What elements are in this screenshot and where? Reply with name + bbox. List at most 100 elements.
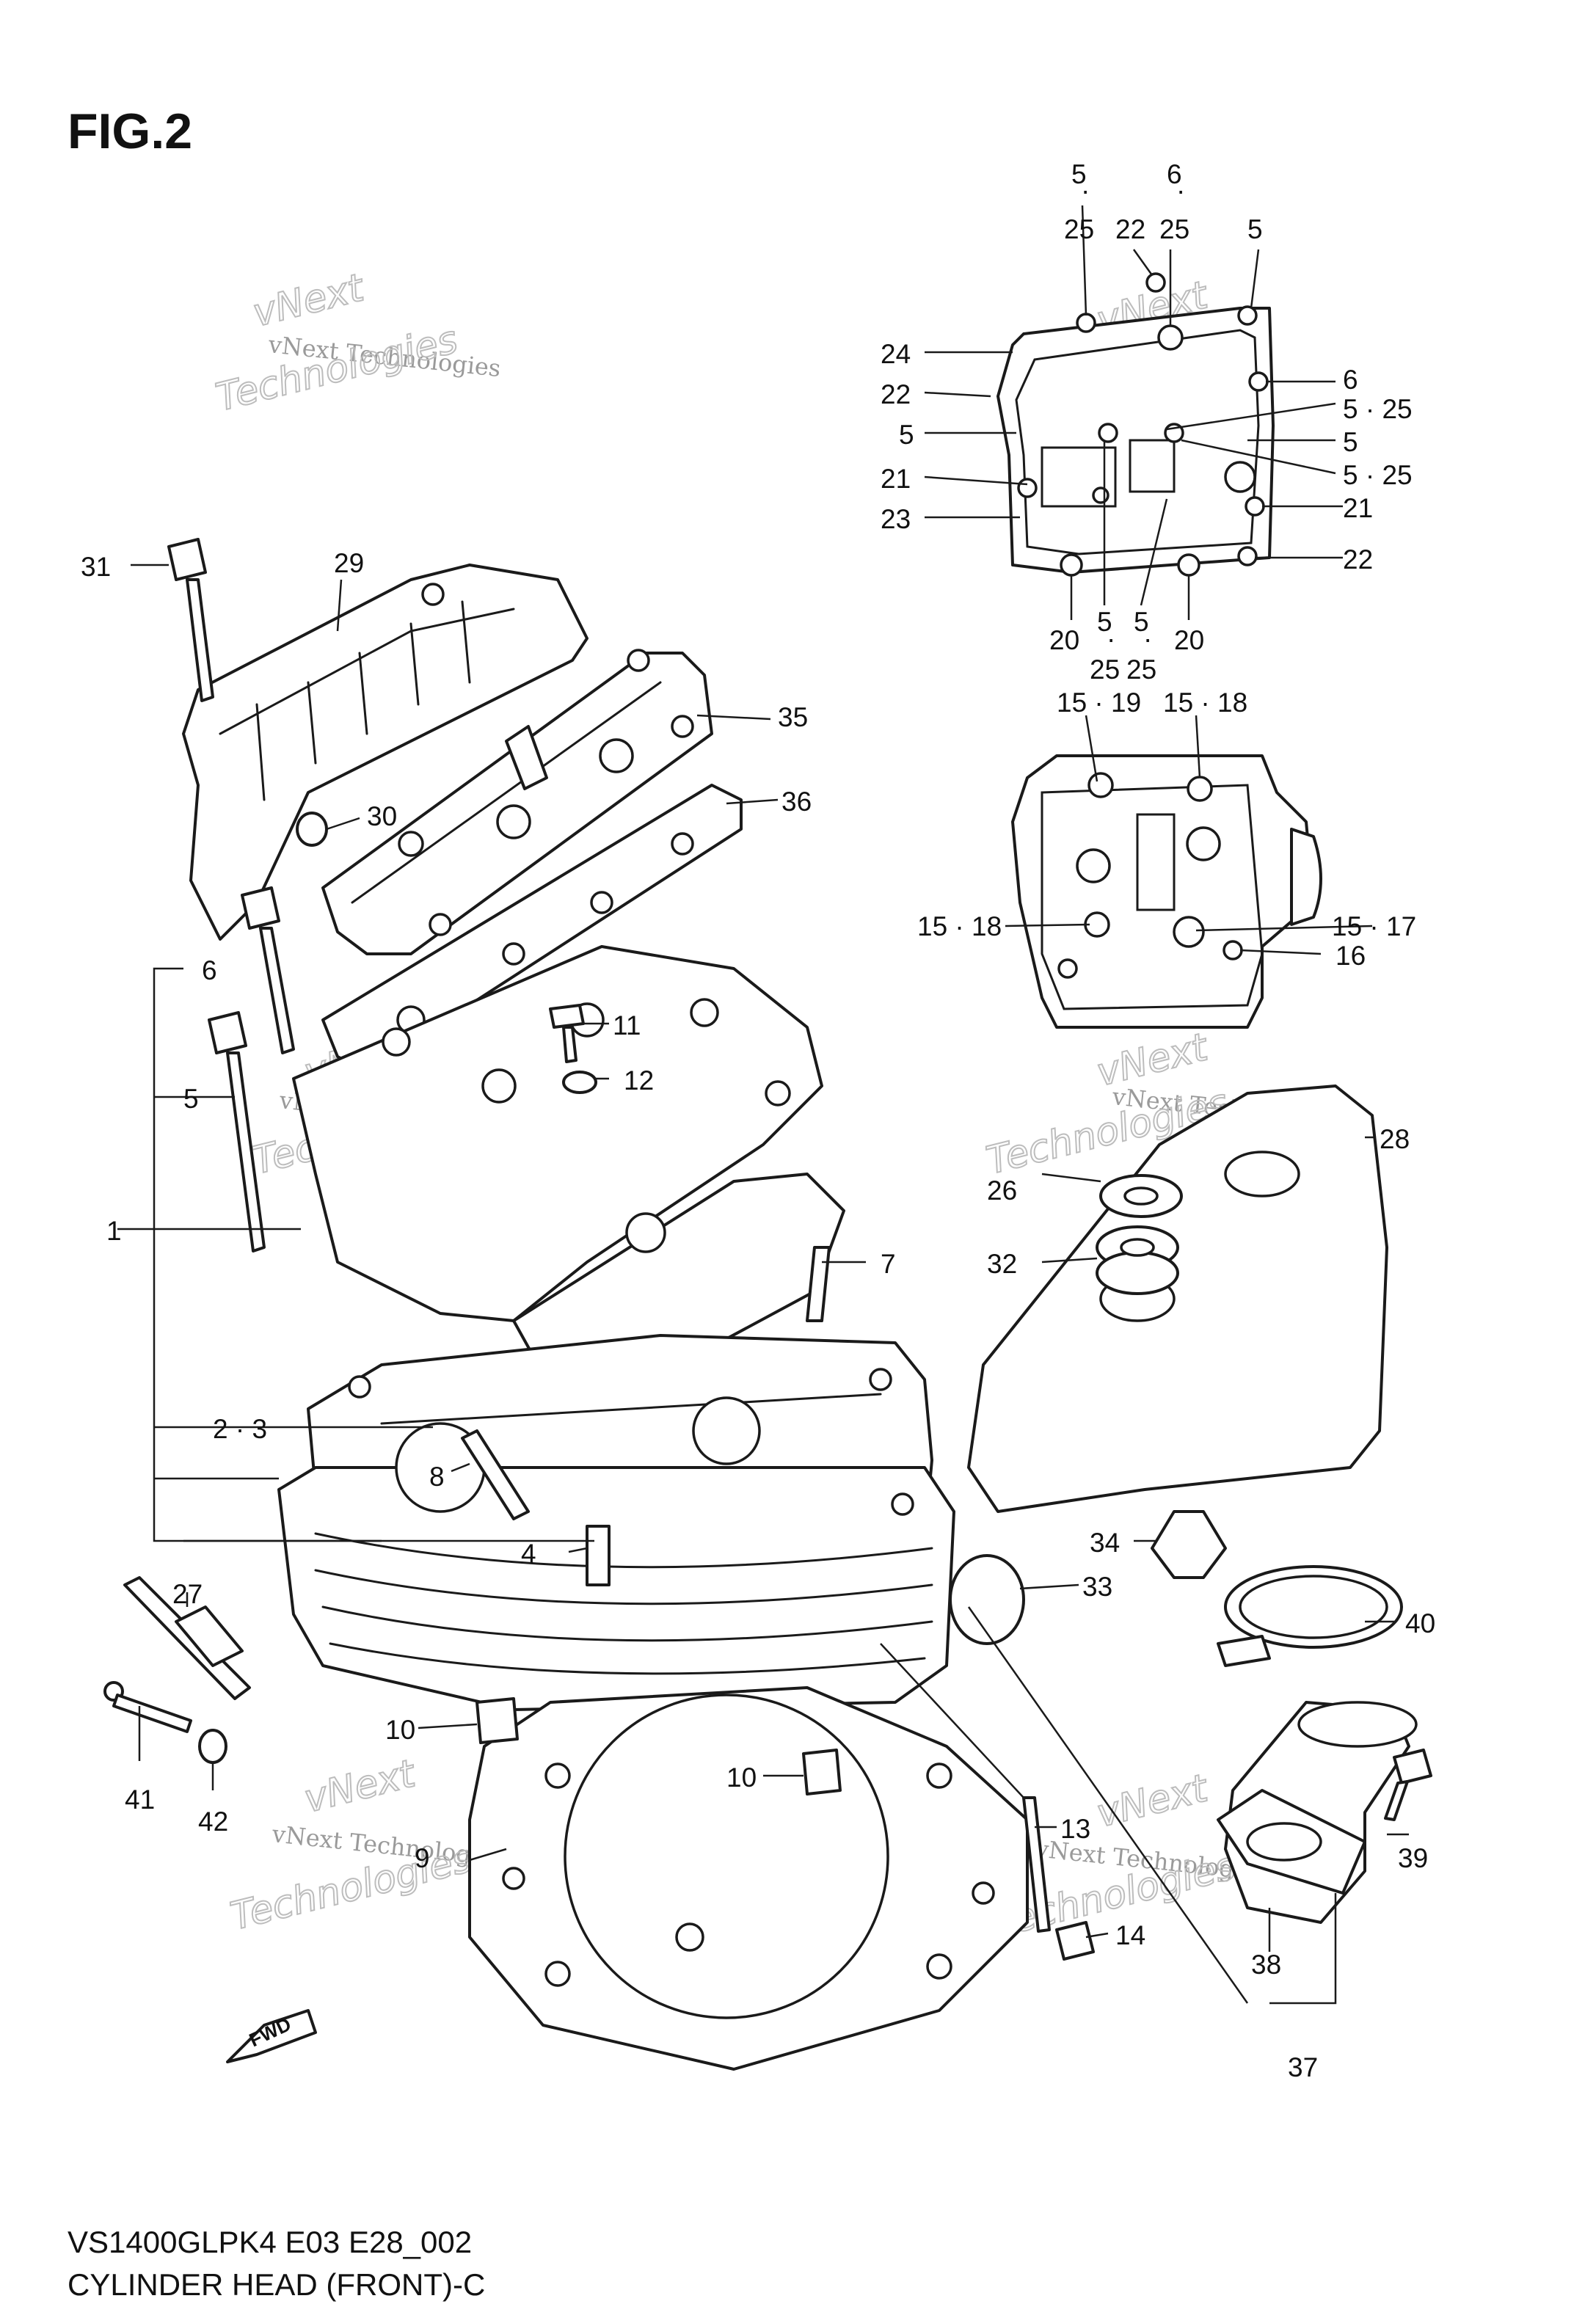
callout-g-top5b: 5 [1247,214,1263,244]
cam-housing-35 [321,649,713,955]
callout-g-5l: 5 [899,420,914,450]
svg-text:Technologies: Technologies [212,318,462,420]
callout-38: 38 [1251,1950,1281,1980]
nut-14 [1055,1921,1095,1961]
rubber-30 [296,812,328,847]
callout-7: 7 [881,1249,896,1279]
callout-28: 28 [1380,1124,1410,1154]
callout-15-19: 15 · 19 [1057,688,1141,718]
head-cover-gasket-group [996,272,1275,577]
callout-5: 5 [183,1084,199,1114]
callout-g-23: 23 [881,504,911,534]
gasket-bolt-hole [1237,305,1258,326]
callout-g-5r: 5 [1343,427,1358,457]
bolt-6 [241,886,295,1054]
gasket-bolt-hole [1248,371,1269,392]
callout-8: 8 [429,1462,445,1492]
callout-g-b5a: 5 [1097,607,1112,637]
plug-33 [949,1554,1025,1645]
cylinder-head-main [277,945,955,1711]
callout-33: 33 [1082,1572,1112,1602]
callout-30: 30 [367,801,397,831]
callout-g-top25a: 25 [1064,214,1094,244]
callout-g-6r: 6 [1343,365,1358,395]
dowel-4 [586,1525,611,1586]
callout-15-17: 15 · 17 [1332,911,1416,941]
callout-g-top22: 22 [1115,214,1145,244]
gasket-bolt-hole [1224,461,1256,493]
bolt-41 [103,1681,192,1733]
svg-text:·: · [1107,624,1115,654]
callout-g-22l: 22 [881,379,911,409]
callout-g-22r: 22 [1343,544,1373,575]
spark-plug-27 [123,1576,251,1700]
callout-g-24: 24 [881,339,911,369]
callout-g-b25a: 25 [1090,655,1120,685]
callout-g-top25b: 25 [1159,214,1189,244]
callout-29: 29 [334,548,364,578]
clamp-40 [1217,1565,1403,1667]
leader-lines [117,205,1409,2005]
gasket-bolt-hole [1098,423,1118,443]
gasket-bolt-hole [1092,486,1109,504]
callout-37: 37 [1288,2052,1318,2082]
diagram-caption: CYLINDER HEAD (FRONT)-C [68,2267,485,2302]
intake-pipe-38 [1217,1701,1418,1924]
washer-42 [198,1729,227,1764]
bolt-11 [549,1004,585,1063]
cylinder-gasket-9 [468,1686,1029,2071]
watermark-bottom-left: vNext vNext Technologies Technologies [226,1751,506,1940]
gasket-36 [321,784,743,1073]
callout-g-b20a: 20 [1049,625,1079,655]
callout-6: 6 [202,955,217,985]
callout-g-525b: 5 · 25 [1343,460,1413,490]
gasket-bolt-hole [1245,496,1265,517]
callout-42: 42 [198,1807,228,1837]
head-cover-29 [182,564,589,941]
washer-12 [562,1071,597,1094]
svg-text:·: · [1176,175,1185,205]
gasket-bolt-hole [1177,553,1200,577]
callout-41: 41 [125,1784,155,1815]
callout-g-top6: 6 [1167,159,1182,189]
callout-4: 4 [521,1539,536,1569]
pin-7 [806,1246,831,1322]
stud-8 [461,1429,530,1520]
cylinder-head-top-view [1011,754,1322,1029]
gasket-bolt-hole [1237,546,1258,566]
callout-g-21l: 21 [881,464,911,494]
callout-32: 32 [987,1249,1017,1279]
callout-g-525a: 5 · 25 [1343,394,1413,424]
callout-1: 1 [106,1216,122,1246]
callout-36: 36 [781,787,812,817]
dowel-10a [475,1697,519,1744]
callout-10b: 10 [726,1762,757,1793]
bolt-5 [208,1011,266,1253]
callout-g-b25b: 25 [1126,655,1156,685]
watermark-top-left: vNext vNext Technologies Technologies [211,265,503,421]
callout-35: 35 [778,702,808,732]
callout-13: 13 [1060,1814,1090,1844]
callout-labels: 1 2 · 3 4 5 6 7 8 9 10 10 11 12 13 14 15… [81,159,1435,2082]
callout-12: 12 [624,1065,654,1095]
svg-text:vNext: vNext [1093,1766,1213,1837]
fwd-arrow-icon: FWD [226,2009,317,2063]
callout-10a: 10 [385,1715,415,1745]
bolt-39 [1384,1749,1432,1821]
svg-text:vNext: vNext [249,266,369,336]
callout-g-21r: 21 [1343,493,1373,523]
callout-g-top5a: 5 [1071,159,1087,189]
dowel-10b [802,1749,842,1796]
gasket-bolt-hole [1145,272,1166,293]
callout-31: 31 [81,552,111,582]
svg-text:·: · [1143,624,1152,654]
figure-title: FIG.2 [68,103,192,159]
callout-39: 39 [1398,1843,1428,1873]
svg-text:·: · [1081,175,1090,205]
grommet-32 [1096,1225,1179,1295]
callout-11: 11 [613,1010,641,1040]
callout-26: 26 [987,1175,1017,1206]
callout-40: 40 [1405,1608,1435,1638]
